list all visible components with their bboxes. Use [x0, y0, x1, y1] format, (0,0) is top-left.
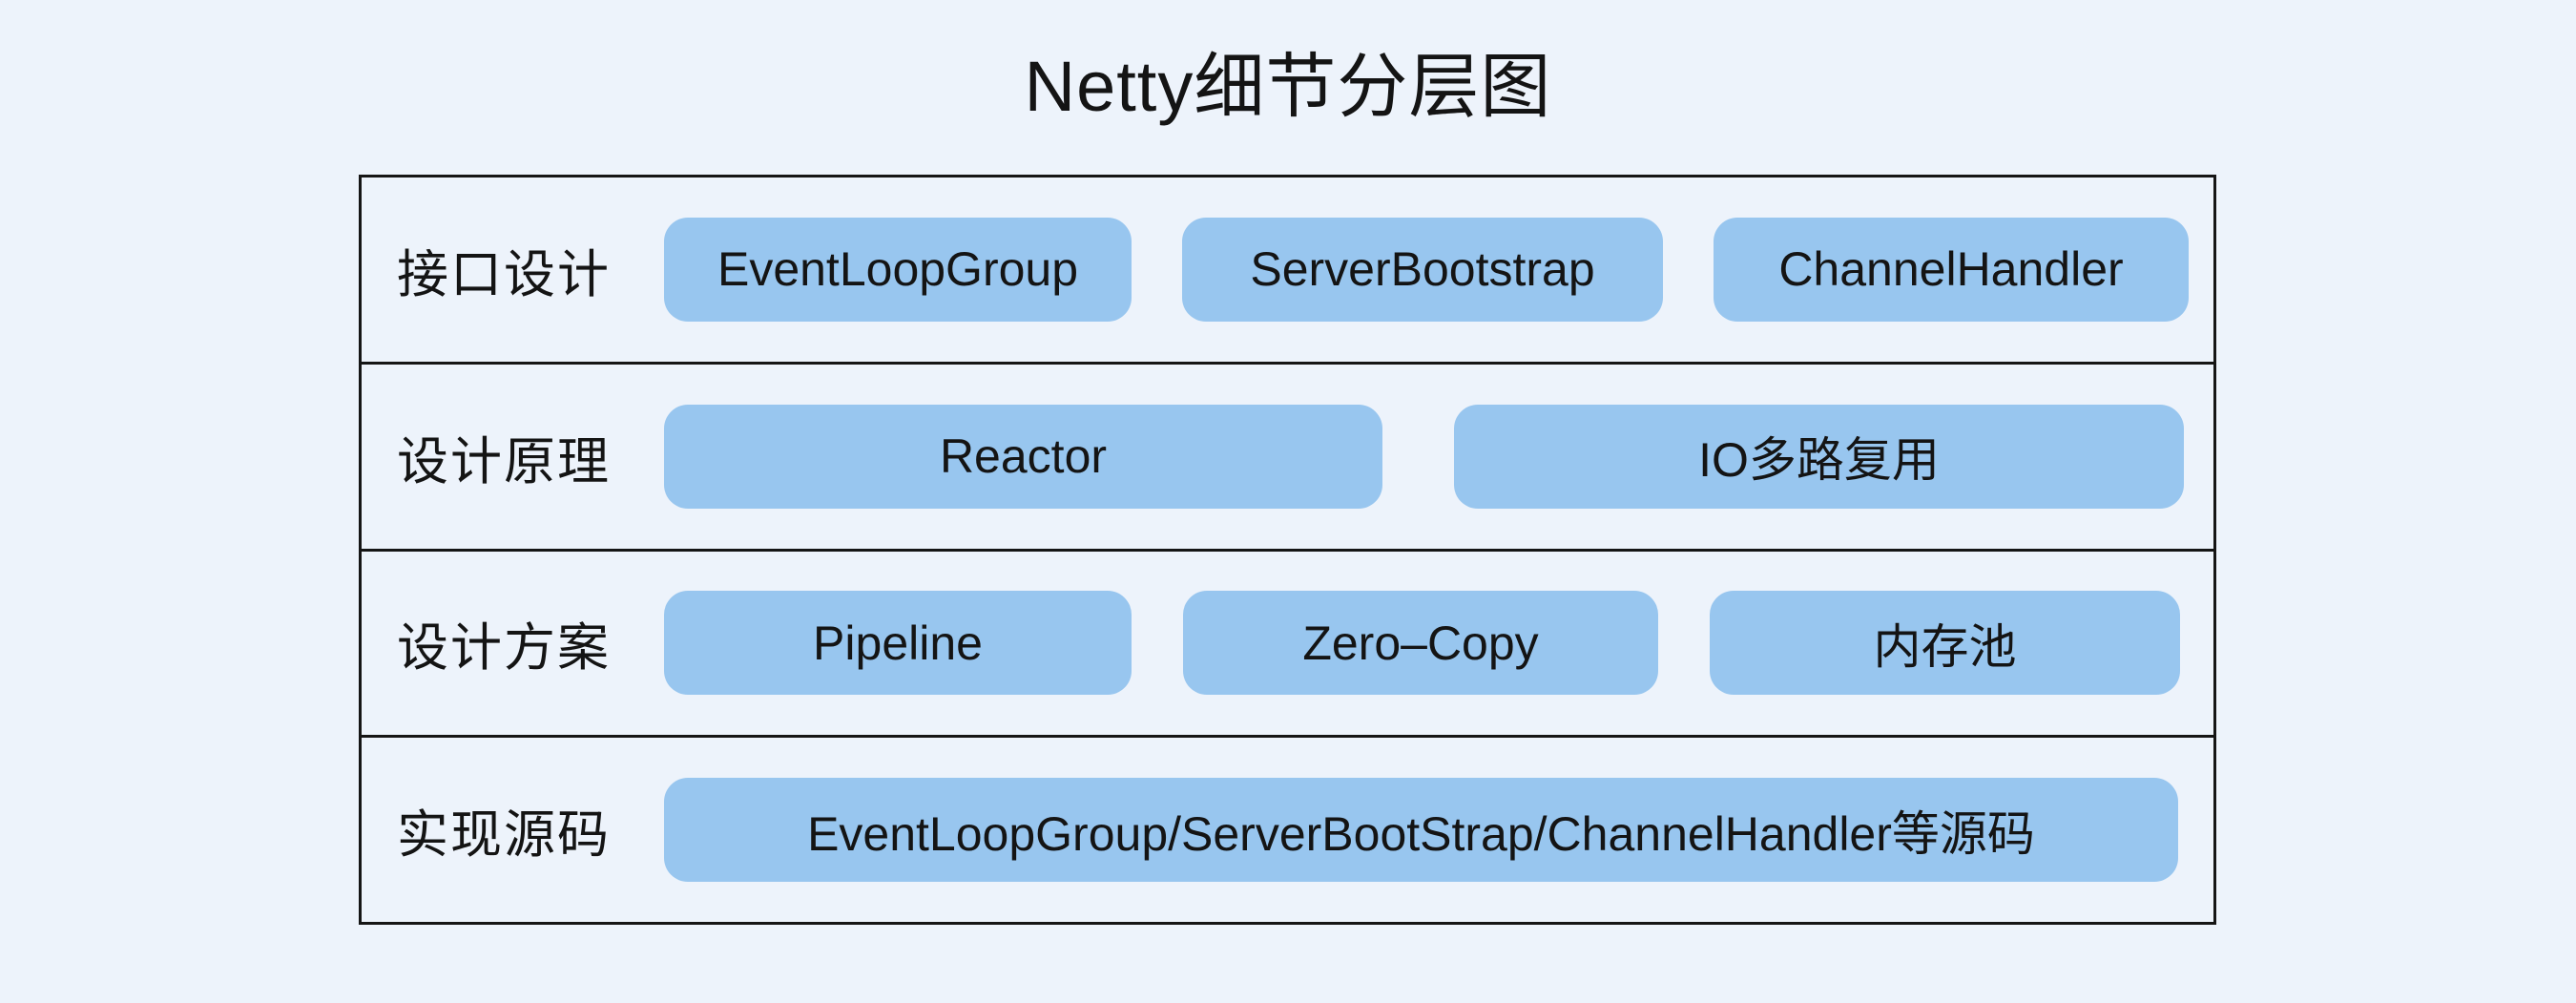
row-boxes: Reactor IO多路复用: [664, 404, 2184, 509]
box-reactor: Reactor: [664, 404, 1382, 509]
box-channel-handler: ChannelHandler: [1714, 217, 2189, 322]
layer-table: 接口设计 EventLoopGroup ServerBootstrap Chan…: [359, 175, 2216, 925]
box-pipeline: Pipeline: [664, 591, 1132, 696]
diagram-title: Netty细节分层图: [1024, 47, 1552, 126]
row-label-implementation-source: 实现源码: [397, 806, 611, 865]
box-memory-pool: 内存池: [1710, 591, 2180, 696]
box-server-bootstrap: ServerBootstrap: [1182, 217, 1663, 322]
box-source-code: EventLoopGroup/ServerBootStrap/ChannelHa…: [664, 778, 2178, 883]
row-label-interface-design: 接口设计: [397, 245, 611, 303]
box-io-multiplexing: IO多路复用: [1454, 404, 2184, 509]
row-label-design-scheme: 设计方案: [397, 619, 611, 678]
box-zero-copy: Zero–Copy: [1183, 591, 1658, 696]
row-boxes: EventLoopGroup/ServerBootStrap/ChannelHa…: [664, 778, 2178, 883]
row-design-principle: 设计原理 Reactor IO多路复用: [362, 365, 2213, 552]
box-event-loop-group: EventLoopGroup: [664, 217, 1132, 322]
row-label-design-principle: 设计原理: [397, 432, 611, 491]
row-design-scheme: 设计方案 Pipeline Zero–Copy 内存池: [362, 552, 2213, 739]
row-boxes: Pipeline Zero–Copy 内存池: [664, 591, 2180, 696]
row-implementation-source: 实现源码 EventLoopGroup/ServerBootStrap/Chan…: [362, 738, 2213, 922]
row-boxes: EventLoopGroup ServerBootstrap ChannelHa…: [664, 217, 2189, 322]
row-interface-design: 接口设计 EventLoopGroup ServerBootstrap Chan…: [362, 178, 2213, 365]
